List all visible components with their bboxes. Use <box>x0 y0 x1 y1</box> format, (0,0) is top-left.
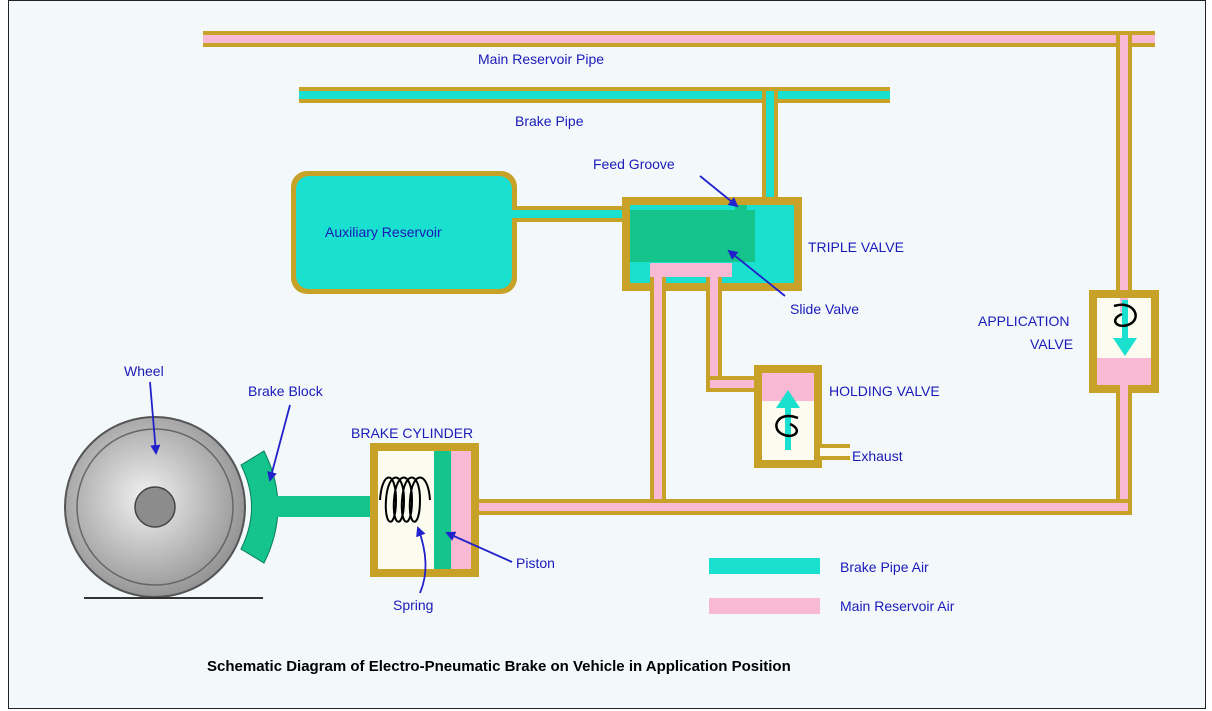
brake-block <box>240 450 381 564</box>
wheel-label: Wheel <box>124 363 164 379</box>
pointer-arrows <box>149 175 786 594</box>
feed-groove-label: Feed Groove <box>593 156 675 172</box>
application-valve <box>1089 290 1159 511</box>
slide-valve-label: Slide Valve <box>790 301 859 317</box>
slide-valve-arrow <box>727 249 786 297</box>
brake-block-label: Brake Block <box>248 383 324 399</box>
holding-valve <box>754 365 850 468</box>
piston-arrow <box>445 531 513 563</box>
triple-valve-outlet-pipes <box>650 277 766 511</box>
spring-arrow <box>416 526 427 594</box>
auxiliary-reservoir-label: Auxiliary Reservoir <box>325 224 442 240</box>
application-valve-label-line1: APPLICATION <box>978 313 1070 329</box>
piston-label: Piston <box>516 555 555 571</box>
triple-valve-label: TRIPLE VALVE <box>808 239 904 255</box>
feed-groove-arrow <box>699 175 739 208</box>
application-valve-label-line2: VALVE <box>1030 336 1073 352</box>
auxiliary-reservoir <box>291 171 627 294</box>
cylinder-feed-pipe <box>470 499 1132 515</box>
wheel <box>64 416 263 599</box>
legend-swatch-main-reservoir-air <box>709 598 820 614</box>
main-reservoir-pipe-label: Main Reservoir Pipe <box>478 51 604 67</box>
diagram-caption: Schematic Diagram of Electro-Pneumatic B… <box>207 658 791 675</box>
brake-pipe <box>299 87 890 206</box>
legend: Brake Pipe Air Main Reservoir Air <box>709 558 955 614</box>
legend-swatch-brake-pipe-air <box>709 558 820 574</box>
brake-cylinder-label: BRAKE CYLINDER <box>351 425 473 441</box>
wheel-arrow <box>149 381 161 455</box>
legend-label-main-reservoir-air: Main Reservoir Air <box>840 598 955 614</box>
triple-valve <box>622 197 802 291</box>
spring-label: Spring <box>393 597 433 613</box>
brake-cylinder <box>370 443 479 577</box>
main-reservoir-pipe <box>203 31 1155 297</box>
legend-label-brake-pipe-air: Brake Pipe Air <box>840 559 929 575</box>
exhaust-label: Exhaust <box>852 448 903 464</box>
brake-block-arrow <box>267 404 291 482</box>
holding-valve-label: HOLDING VALVE <box>829 383 940 399</box>
diagram-frame <box>8 0 1206 709</box>
brake-pipe-label: Brake Pipe <box>515 113 584 129</box>
